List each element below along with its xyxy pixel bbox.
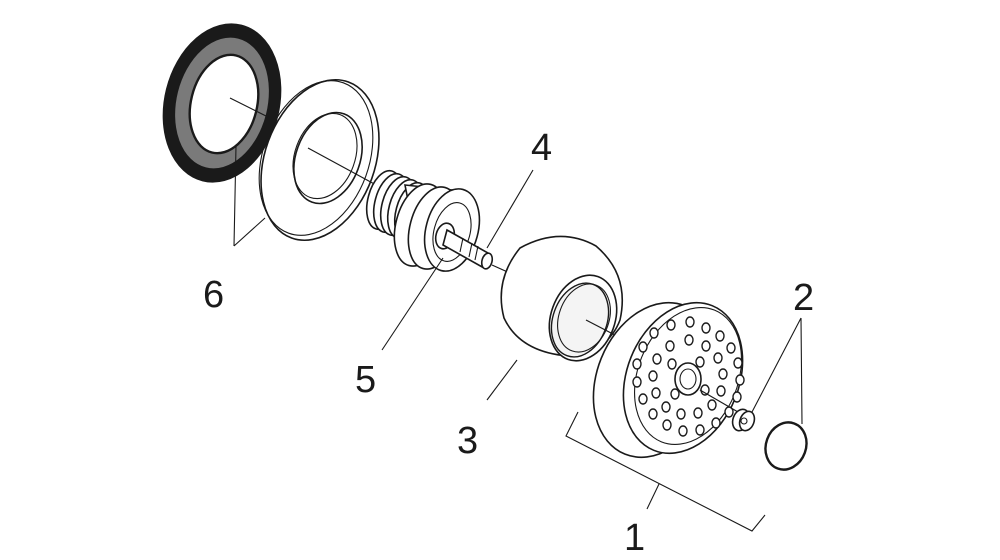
cover-shell xyxy=(500,235,624,362)
shower-head xyxy=(592,301,745,459)
label-part-3: 3 xyxy=(457,420,478,462)
spray-holes xyxy=(632,316,745,437)
threaded-valve-body xyxy=(365,169,494,272)
label-part-4: 4 xyxy=(531,127,552,169)
rosette-seal-dark xyxy=(162,23,282,183)
rosette-ring xyxy=(258,78,380,242)
label-part-1: 1 xyxy=(624,517,645,559)
label-part-6: 6 xyxy=(203,274,224,316)
screw-and-oring xyxy=(731,408,808,471)
label-part-5: 5 xyxy=(355,359,376,401)
part-labels: 6 5 4 3 2 1 xyxy=(203,127,814,559)
label-part-2: 2 xyxy=(793,277,814,319)
leader-lines xyxy=(233,145,803,532)
